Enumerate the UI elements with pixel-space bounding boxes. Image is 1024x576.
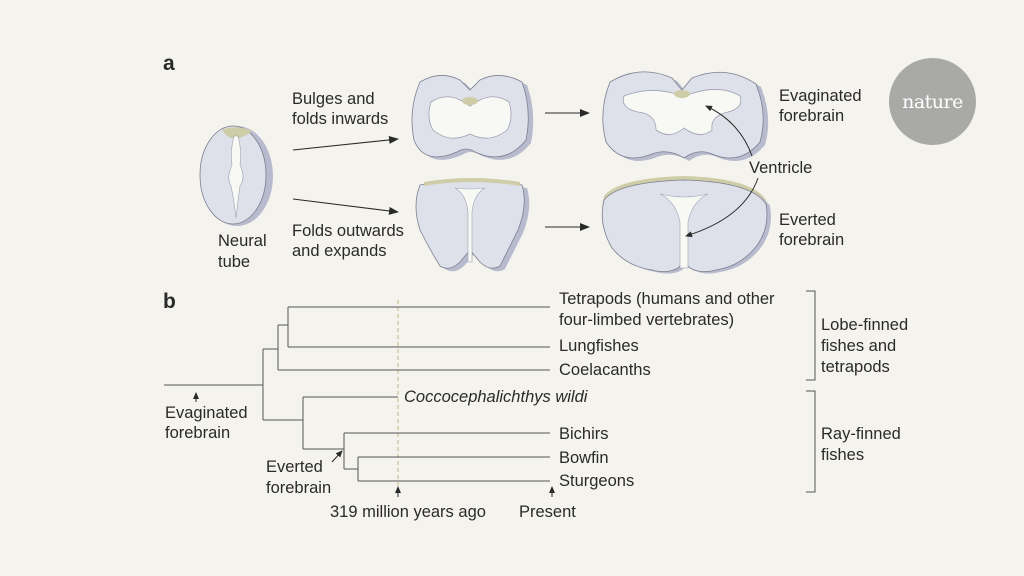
nature-logo: nature: [889, 58, 976, 145]
evaginated-forebrain-label-1: Evaginated: [779, 87, 862, 105]
evaginating-brain-diagram: [411, 75, 534, 160]
marker-evaginated-1: Evaginated: [165, 404, 248, 422]
taxon-lungfishes: Lungfishes: [559, 337, 639, 355]
ray-finned-bracket: [806, 390, 816, 493]
bulges-label-1: Bulges and: [292, 90, 375, 108]
evaginated-forebrain-diagram: [602, 71, 769, 161]
everting-brain-diagram: [415, 178, 530, 272]
bulges-label-2: folds inwards: [292, 110, 389, 128]
ventricle-pointer-top: [705, 105, 753, 157]
group-lobe-2: fishes and: [821, 337, 897, 355]
everted-forebrain-label-1: Everted: [779, 211, 836, 229]
group-lobe-1: Lobe-finned: [821, 316, 909, 334]
present-label: Present: [519, 503, 576, 521]
process-arrows: [292, 105, 759, 238]
arrow-icon: [292, 135, 399, 151]
group-ray-1: Ray-finned: [821, 425, 901, 443]
taxon-fossil: Coccocephalichthys wildi: [404, 388, 588, 406]
taxon-tetrapods-2: four-limbed vertebrates): [559, 311, 735, 329]
panel-a-letter: a: [163, 52, 175, 75]
taxon-tetrapods-1: Tetrapods (humans and other: [559, 290, 775, 308]
marker-evaginated-2: forebrain: [165, 424, 231, 442]
taxon-bichirs: Bichirs: [559, 425, 609, 443]
neural-tube-label-1: Neural: [218, 232, 267, 250]
taxon-sturgeons: Sturgeons: [559, 472, 635, 490]
taxon-coelacanths: Coelacanths: [559, 361, 651, 379]
group-ray-2: fishes: [821, 446, 865, 464]
folds-label-2: and expands: [292, 242, 387, 260]
folds-label-1: Folds outwards: [292, 222, 404, 240]
marker-everted-1: Everted: [266, 458, 323, 476]
ventricle-label: Ventricle: [749, 159, 813, 177]
arrow-icon: [331, 450, 343, 463]
panel-b-letter: b: [163, 290, 176, 313]
lobe-finned-bracket: [806, 290, 816, 381]
everted-forebrain-label-2: forebrain: [779, 231, 845, 249]
phylogenetic-tree: [164, 290, 816, 493]
everted-forebrain-diagram: [601, 176, 771, 274]
evaginated-forebrain-label-2: forebrain: [779, 107, 845, 125]
arrow-icon: [292, 198, 399, 215]
time-marker-label: 319 million years ago: [330, 503, 486, 521]
taxon-bowfin: Bowfin: [559, 449, 609, 467]
neural-tube-diagram: [199, 125, 273, 226]
neural-tube-label-2: tube: [218, 253, 251, 271]
ventricle-pointer-bottom: [685, 177, 759, 238]
marker-everted-2: forebrain: [266, 479, 332, 497]
tree-markers: [193, 392, 555, 497]
group-lobe-3: tetrapods: [821, 358, 890, 376]
